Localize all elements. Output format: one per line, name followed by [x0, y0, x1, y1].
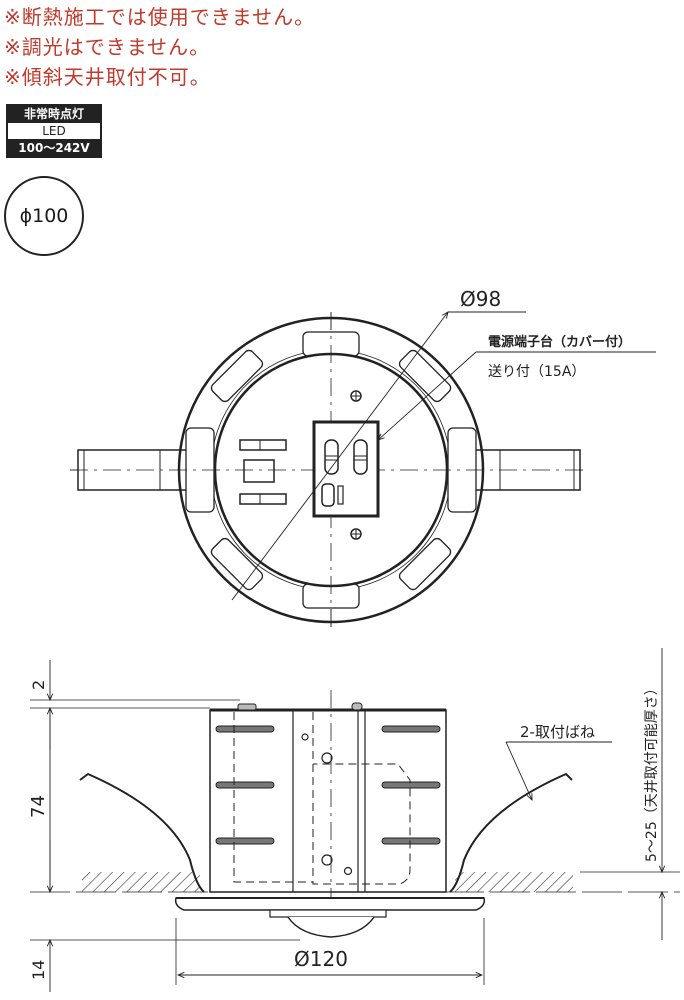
side-view: [30, 648, 680, 992]
note-sloped-ceiling: ※傾斜天井取付不可。: [4, 65, 211, 89]
dim-bottom: 14: [29, 960, 48, 980]
badge-voltage: 100〜242V: [8, 140, 100, 156]
terminal-label-line2: 送り付（15A）: [488, 364, 585, 380]
hole-size-circle: ϕ100: [4, 176, 84, 256]
warning-notes: ※断熱施工では使用できません。 ※調光はできません。 ※傾斜天井取付不可。: [4, 2, 315, 92]
top-diameter-label: Ø98: [460, 287, 501, 311]
dim-body-height: 74: [28, 795, 49, 818]
top-view: [70, 312, 656, 630]
spring-label: 2-取付ばね: [520, 723, 595, 741]
spec-badge: 非常時点灯 LED 100〜242V: [6, 104, 102, 158]
dim-flange-diameter: Ø120: [294, 947, 348, 971]
note-insulation: ※断熱施工では使用できません。: [4, 5, 316, 29]
badge-light-source: LED: [8, 122, 100, 140]
note-dimming: ※調光はできません。: [4, 35, 211, 59]
dim-top-gap: 2: [29, 680, 48, 690]
terminal-label-line1: 電源端子台（カバー付）: [488, 334, 631, 350]
badge-type: 非常時点灯: [8, 106, 100, 122]
hole-size-label: ϕ100: [19, 205, 69, 227]
ceiling-thickness-label: 5〜25（天井取付可能厚さ）: [644, 681, 660, 862]
